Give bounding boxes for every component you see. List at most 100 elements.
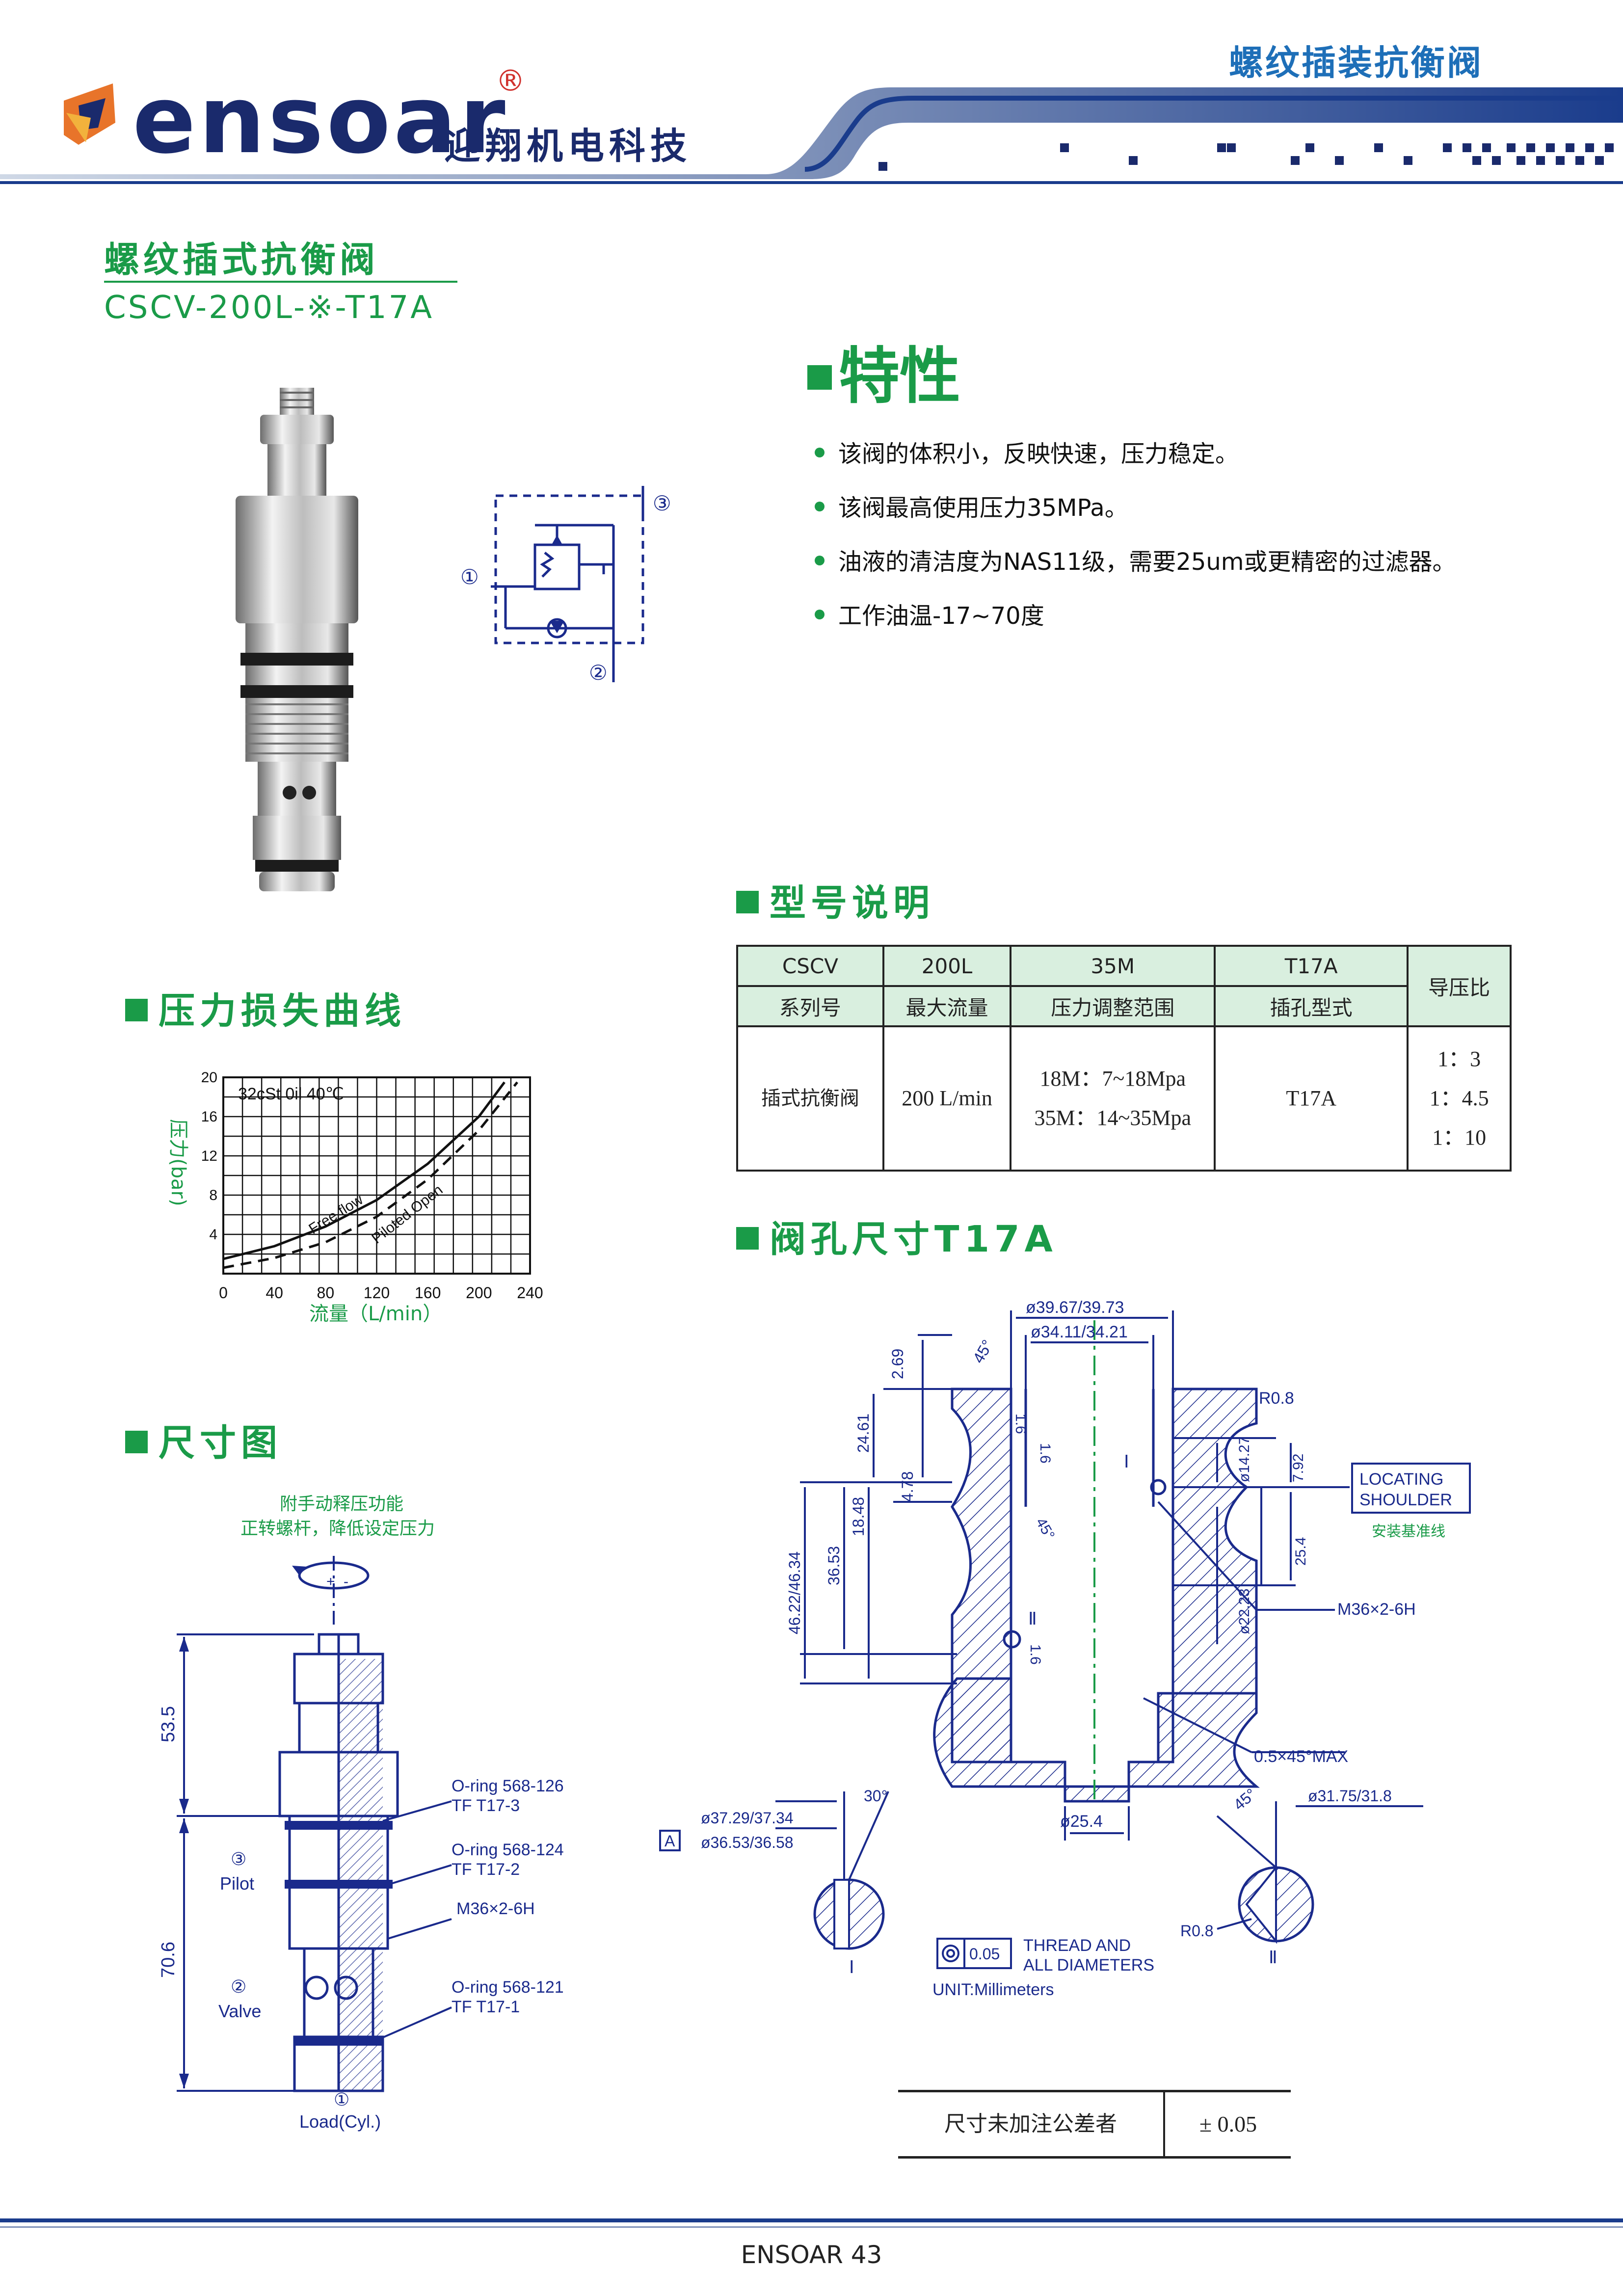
- feature-text: 该阀最高使用压力35MPa。: [838, 494, 1128, 522]
- dim-d22-23: ø22.23: [1236, 1589, 1252, 1634]
- tolerance-table: 尺寸未加注公差者 ± 0.05: [898, 2090, 1291, 2159]
- dim-70-6: 70.6: [158, 1942, 179, 1978]
- chart-note: 32cSt 0il 40℃: [238, 1085, 344, 1103]
- callout-tf-t17-3: TF T17-3: [452, 1796, 520, 1815]
- dim-24-61: 24.61: [854, 1414, 872, 1453]
- dim-30deg: 30°: [864, 1787, 887, 1805]
- dim-d34-11: ø34.11/34.21: [1031, 1323, 1128, 1341]
- port-1-label: ①: [334, 2089, 349, 2109]
- logo-chinese-name: 迎翔机电科技: [444, 125, 692, 167]
- model-table: CSCV 200L 35M T17A 导压比 系列号 最大流量 压力调整范围 插…: [736, 945, 1512, 1172]
- chart-xtick: 0: [219, 1284, 228, 1302]
- features-title: 特性: [807, 326, 960, 415]
- chart-xtick: 200: [466, 1284, 492, 1302]
- chart-series-line: [223, 1081, 518, 1269]
- tolerance-frame: [936, 1938, 1012, 1969]
- ratio-value: 1：4.5: [1429, 1086, 1489, 1110]
- view-mark-2: Ⅱ: [1028, 1608, 1037, 1629]
- dim-1-6-c: 1.6: [1027, 1644, 1043, 1665]
- port-3-label: ③: [231, 1849, 246, 1869]
- unit-note: UNIT:Millimeters: [932, 1980, 1054, 1999]
- code-series: CSCV: [736, 945, 884, 987]
- dim-7-92: 7.92: [1290, 1454, 1306, 1482]
- footer-rule: [0, 2218, 1623, 2222]
- name-flow: 最大流量: [882, 985, 1012, 1027]
- thread-note-1: THREAD AND: [1023, 1936, 1131, 1955]
- name-pressure: 压力调整范围: [1010, 985, 1216, 1027]
- code-flow: 200L: [882, 945, 1012, 987]
- cavity-drawing: ø39.67/39.73 ø34.11/34.21 45° R0.8 2.69 …: [659, 1298, 1471, 1999]
- locating-label-1: LOCATING: [1359, 1470, 1443, 1489]
- dim-r0-8-a: R0.8: [1259, 1389, 1294, 1408]
- footer-page: ENSOAR 43: [741, 2241, 882, 2269]
- chart-ytick: 16: [201, 1109, 217, 1125]
- pressure-range: 35M：14~35Mpa: [1034, 1106, 1192, 1130]
- ratio-header: 导压比: [1407, 945, 1512, 1027]
- chart-xlabel: 流量（L/min）: [309, 1303, 442, 1325]
- section-square-icon: [736, 891, 759, 914]
- load-label: Load(Cyl.): [299, 2111, 381, 2132]
- pressure-loss-title-text: 压力损失曲线: [159, 990, 406, 1032]
- callout-oring-124: O-ring 568-124: [452, 1841, 564, 1859]
- dimension-drawing: + - 53.5 70.6 ③ Pilot ② Valve ① Load(Cyl…: [158, 1556, 564, 2132]
- logo-wordmark: ensoar: [133, 66, 508, 174]
- callout-m36-thread: M36×2-6H: [456, 1899, 535, 1918]
- product-model: CSCV-200L-※-T17A: [104, 290, 434, 326]
- dim-45deg-b: 45°: [1033, 1515, 1058, 1543]
- name-cavity: 插孔型式: [1214, 985, 1409, 1027]
- logo-registered-mark: ®: [496, 64, 525, 98]
- dim-m36-thread: M36×2-6H: [1337, 1600, 1416, 1619]
- dim-d14-27: ø14.27: [1236, 1437, 1252, 1482]
- tolerance-table-value: ± 0.05: [1199, 2111, 1257, 2136]
- symbol-port-2: ②: [589, 661, 608, 684]
- dim-chamfer: 0.5×45°MAX: [1254, 1747, 1348, 1766]
- name-series: 系列号: [736, 985, 884, 1027]
- section-square-icon: [736, 1227, 759, 1250]
- detail-2-label: Ⅱ: [1269, 1947, 1277, 1967]
- dim-45deg-a: 45°: [969, 1337, 996, 1366]
- dim-1-6-b: 1.6: [1037, 1443, 1053, 1464]
- pilot-label: Pilot: [220, 1873, 254, 1894]
- locating-label-2: SHOULDER: [1359, 1491, 1452, 1509]
- dim-2-69: 2.69: [889, 1349, 906, 1379]
- view-mark-1: Ⅰ: [1124, 1451, 1129, 1471]
- dims-note-1: 附手动释压功能: [280, 1494, 404, 1514]
- datum-box: [659, 1830, 681, 1851]
- callout-tf-t17-1: TF T17-1: [452, 1998, 520, 2016]
- header-band: [0, 83, 1623, 184]
- bullet-icon: [815, 610, 825, 619]
- callout-oring-126: O-ring 568-126: [452, 1777, 564, 1795]
- dim-25-4: 25.4: [1293, 1537, 1309, 1566]
- rotation-minus: -: [344, 1574, 348, 1590]
- thread-note-2: ALL DIAMETERS: [1023, 1956, 1154, 1975]
- features-title-text: 特性: [839, 341, 961, 412]
- cavity-section-title: 阀孔尺寸T17A: [736, 1210, 1058, 1262]
- chart-ytick: 8: [209, 1187, 217, 1203]
- chart-xtick: 240: [517, 1284, 543, 1302]
- feature-text: 油液的清洁度为NAS11级，需要25um或更精密的过滤器。: [838, 548, 1456, 576]
- dim-d25-4: ø25.4: [1060, 1812, 1103, 1831]
- code-pressure: 35M: [1010, 945, 1216, 987]
- port-2-label: ②: [231, 1976, 246, 1997]
- symbol-port-3: ③: [653, 492, 671, 515]
- dim-36-53: 36.53: [825, 1546, 843, 1585]
- callout-tf-t17-2: TF T17-2: [452, 1860, 520, 1879]
- cell-series: 插式抗衡阀: [736, 1025, 884, 1172]
- chart-series-line: [223, 1081, 506, 1260]
- ratio-value: 1：3: [1437, 1047, 1481, 1071]
- feature-text: 工作油温-17~70度: [838, 602, 1044, 630]
- dim-4-78: 4.78: [899, 1471, 916, 1502]
- bullet-icon: [815, 448, 825, 457]
- chart-xtick: 120: [364, 1284, 390, 1302]
- feature-item: 工作油温-17~70度: [815, 596, 1044, 631]
- ratio-value: 1：10: [1432, 1125, 1487, 1149]
- section-square-icon: [125, 1431, 148, 1454]
- hydraulic-symbol: ① ③ ②: [460, 486, 671, 684]
- chart-ytick: 4: [209, 1227, 217, 1243]
- cell-cavity: T17A: [1214, 1025, 1409, 1172]
- dim-53-5: 53.5: [158, 1706, 179, 1742]
- product-name: 螺纹插式抗衡阀: [104, 239, 379, 280]
- cell-flow: 200 L/min: [882, 1025, 1012, 1172]
